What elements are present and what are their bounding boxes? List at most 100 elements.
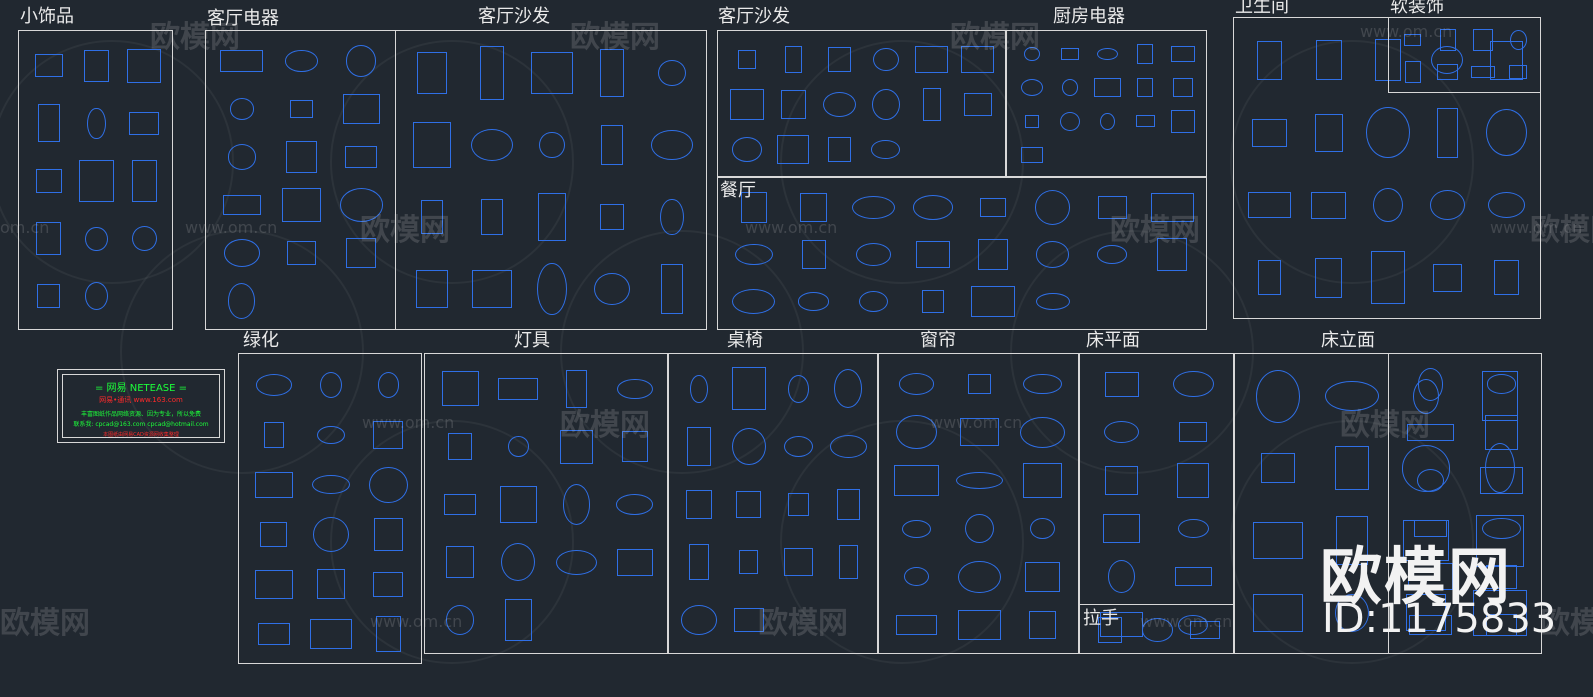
cad-block-symbol[interactable] <box>35 54 63 78</box>
cad-block-symbol[interactable] <box>447 433 473 461</box>
cad-block-symbol[interactable] <box>83 49 110 82</box>
cad-block-symbol[interactable] <box>1482 517 1521 540</box>
cad-block-symbol[interactable] <box>777 135 810 164</box>
cad-block-symbol[interactable] <box>1179 422 1208 443</box>
cad-block-symbol[interactable] <box>601 124 623 166</box>
cad-block-symbol[interactable] <box>222 195 262 215</box>
cad-block-symbol[interactable] <box>963 93 993 116</box>
cad-block-symbol[interactable] <box>960 418 999 447</box>
cad-block-symbol[interactable] <box>827 137 851 162</box>
panel-curtains[interactable] <box>878 353 1079 654</box>
cad-block-symbol[interactable] <box>345 146 377 168</box>
cad-block-symbol[interactable] <box>1417 367 1444 401</box>
cad-block-symbol[interactable] <box>894 464 939 496</box>
cad-block-symbol[interactable] <box>1404 33 1422 47</box>
cad-block-symbol[interactable] <box>1020 416 1065 448</box>
panel-bed-elevation-right[interactable] <box>1388 353 1542 654</box>
cad-block-symbol[interactable] <box>651 130 693 160</box>
cad-block-symbol[interactable] <box>79 159 114 203</box>
cad-block-symbol[interactable] <box>1404 61 1421 83</box>
cad-block-symbol[interactable] <box>1473 28 1493 52</box>
cad-block-symbol[interactable] <box>1408 563 1453 591</box>
cad-block-symbol[interactable] <box>1170 109 1196 134</box>
cad-block-symbol[interactable] <box>1150 193 1194 222</box>
cad-block-symbol[interactable] <box>228 283 256 319</box>
cad-block-symbol[interactable] <box>1375 39 1401 82</box>
cad-block-symbol[interactable] <box>658 60 686 86</box>
cad-block-symbol[interactable] <box>1100 112 1115 130</box>
panel-small-decor[interactable] <box>18 30 173 330</box>
cad-block-symbol[interactable] <box>131 225 157 252</box>
cad-block-symbol[interactable] <box>415 270 449 308</box>
cad-block-symbol[interactable] <box>1490 40 1523 80</box>
cad-block-symbol[interactable] <box>263 421 284 448</box>
cad-block-symbol[interactable] <box>689 544 709 581</box>
cad-block-symbol[interactable] <box>780 90 806 119</box>
cad-block-symbol[interactable] <box>345 45 377 77</box>
cad-block-symbol[interactable] <box>913 195 954 220</box>
cad-block-symbol[interactable] <box>1439 29 1457 51</box>
cad-block-symbol[interactable] <box>833 369 863 409</box>
cad-block-symbol[interactable] <box>896 415 937 450</box>
cad-block-symbol[interactable] <box>1335 593 1369 632</box>
cad-block-symbol[interactable] <box>1257 260 1282 296</box>
panel-living-appliances[interactable] <box>205 30 396 330</box>
cad-block-symbol[interactable] <box>838 545 858 580</box>
cad-block-symbol[interactable] <box>1475 514 1525 567</box>
cad-block-symbol[interactable] <box>1314 113 1343 152</box>
cad-block-symbol[interactable] <box>1035 190 1071 225</box>
cad-block-symbol[interactable] <box>342 94 380 124</box>
cad-block-symbol[interactable] <box>898 373 935 395</box>
cad-block-symbol[interactable] <box>309 619 353 649</box>
cad-block-symbol[interactable] <box>480 199 504 235</box>
cad-block-symbol[interactable] <box>616 494 654 515</box>
cad-block-symbol[interactable] <box>858 290 888 313</box>
cad-block-symbol[interactable] <box>1096 47 1118 60</box>
cad-block-symbol[interactable] <box>254 569 293 599</box>
cad-block-symbol[interactable] <box>1366 107 1410 159</box>
cad-block-symbol[interactable] <box>1097 617 1123 643</box>
panel-living-sofa-2[interactable] <box>717 30 1006 177</box>
panel-kitchen-appliances[interactable] <box>1006 30 1207 177</box>
cad-block-symbol[interactable] <box>732 289 776 314</box>
cad-block-symbol[interactable] <box>967 374 992 394</box>
cad-block-symbol[interactable] <box>1334 446 1370 491</box>
cad-block-symbol[interactable] <box>958 560 1001 593</box>
cad-block-symbol[interactable] <box>1255 369 1301 423</box>
cad-block-symbol[interactable] <box>739 550 759 575</box>
cad-block-symbol[interactable] <box>446 546 475 579</box>
cad-block-symbol[interactable] <box>617 378 653 400</box>
cad-block-symbol[interactable] <box>734 243 773 266</box>
cad-block-symbol[interactable] <box>599 48 624 97</box>
cad-block-symbol[interactable] <box>1494 260 1519 296</box>
cad-block-symbol[interactable] <box>660 198 684 236</box>
cad-block-symbol[interactable] <box>1509 29 1528 51</box>
cad-block-symbol[interactable] <box>501 543 536 582</box>
cad-block-symbol[interactable] <box>289 100 313 118</box>
cad-block-symbol[interactable] <box>1311 191 1347 219</box>
cad-block-symbol[interactable] <box>680 605 718 635</box>
cad-block-symbol[interactable] <box>313 517 349 552</box>
cad-block-symbol[interactable] <box>562 484 591 525</box>
cad-block-symbol[interactable] <box>851 195 896 220</box>
cad-block-symbol[interactable] <box>559 429 594 464</box>
cad-block-symbol[interactable] <box>787 374 810 403</box>
cad-block-symbol[interactable] <box>616 548 653 576</box>
cad-block-symbol[interactable] <box>687 427 711 467</box>
cad-block-symbol[interactable] <box>970 285 1015 318</box>
cad-block-symbol[interactable] <box>373 571 404 597</box>
cad-block-symbol[interactable] <box>339 188 383 222</box>
cad-block-symbol[interactable] <box>731 367 766 411</box>
cad-block-symbol[interactable] <box>979 198 1006 217</box>
cad-block-symbol[interactable] <box>599 204 625 230</box>
cad-block-symbol[interactable] <box>257 622 290 646</box>
cad-block-symbol[interactable] <box>84 282 109 311</box>
cad-block-symbol[interactable] <box>731 137 763 162</box>
cad-block-symbol[interactable] <box>1177 462 1209 498</box>
cad-block-symbol[interactable] <box>1020 79 1044 97</box>
cad-block-symbol[interactable] <box>896 614 937 635</box>
cad-block-symbol[interactable] <box>871 89 900 120</box>
cad-block-symbol[interactable] <box>254 471 293 498</box>
cad-block-symbol[interactable] <box>285 50 318 72</box>
cad-block-symbol[interactable] <box>317 425 345 444</box>
